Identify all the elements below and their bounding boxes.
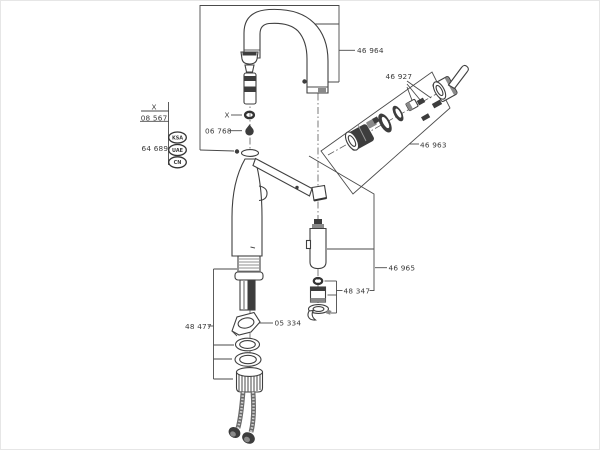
- hose-connector: [242, 432, 255, 444]
- label-bracket: 05 334: [275, 319, 302, 328]
- label-spray-head: 46 965: [389, 264, 416, 273]
- grub-screw: [421, 113, 431, 122]
- label-handle-kit: 46 963: [420, 141, 447, 150]
- handle-bit: [416, 97, 426, 106]
- o-ring-washer: [234, 337, 261, 352]
- threaded-shank: [237, 255, 261, 273]
- swivel-arm: [252, 157, 313, 197]
- badge-uae-label: UAE: [172, 148, 183, 154]
- escutcheon-ring-large: [378, 113, 392, 133]
- aerator-insert-06768: [245, 124, 254, 136]
- label-handle-screws: 46 927: [386, 72, 413, 81]
- leader-lines: [140, 5, 451, 380]
- base-mounting-group: [228, 311, 264, 444]
- badge-cn-label: CN: [174, 160, 182, 166]
- dock-adapter: [307, 304, 332, 321]
- spray-o-ring: [312, 276, 324, 286]
- flat-washer: [234, 352, 262, 367]
- badge-cn: CN: [168, 156, 187, 169]
- mounting-nut: [235, 371, 264, 393]
- label-docking-kit: 48 347: [344, 287, 371, 296]
- label-mounting-kit: 48 477: [185, 322, 212, 331]
- badge-uae: UAE: [168, 143, 187, 157]
- spout-outline: [243, 8, 329, 94]
- label-spout: 46 964: [357, 46, 384, 55]
- handle-screw: [431, 99, 443, 109]
- adapter-taper: [244, 64, 255, 73]
- faucet-body-group: [231, 149, 328, 311]
- supply-hoses: [228, 391, 256, 444]
- spout-group: [243, 8, 329, 94]
- escutcheon-ring-small: [392, 105, 404, 122]
- body-shell: [231, 158, 263, 257]
- label-table-x: X: [152, 102, 157, 111]
- spray-head-body: [309, 227, 327, 270]
- label-aerator-x: X: [225, 111, 230, 120]
- label-aerator-part: 06 768: [205, 127, 232, 136]
- label-regional-part: 64 689: [142, 144, 169, 153]
- labels: 46 964 46 927 46 963 46 965 48 347 05 33…: [141, 46, 447, 331]
- aerator-stack-group: [240, 51, 259, 136]
- label-table-part: 08 567: [141, 113, 168, 122]
- badge-ksa-label: KSA: [172, 135, 183, 141]
- handle-lever: [447, 64, 469, 90]
- x-variant-oring: [243, 110, 256, 120]
- hose-connector: [228, 426, 241, 439]
- handle-sleeve: [405, 98, 419, 112]
- handle-assembly-group: [344, 64, 469, 151]
- trim-flange: [234, 271, 264, 281]
- regional-badges: KSA UAE CN: [168, 131, 187, 169]
- badge-ksa: KSA: [168, 131, 187, 144]
- cartridge: [344, 116, 380, 151]
- spray-head-group: [305, 219, 332, 321]
- body-top-opening: [240, 149, 260, 157]
